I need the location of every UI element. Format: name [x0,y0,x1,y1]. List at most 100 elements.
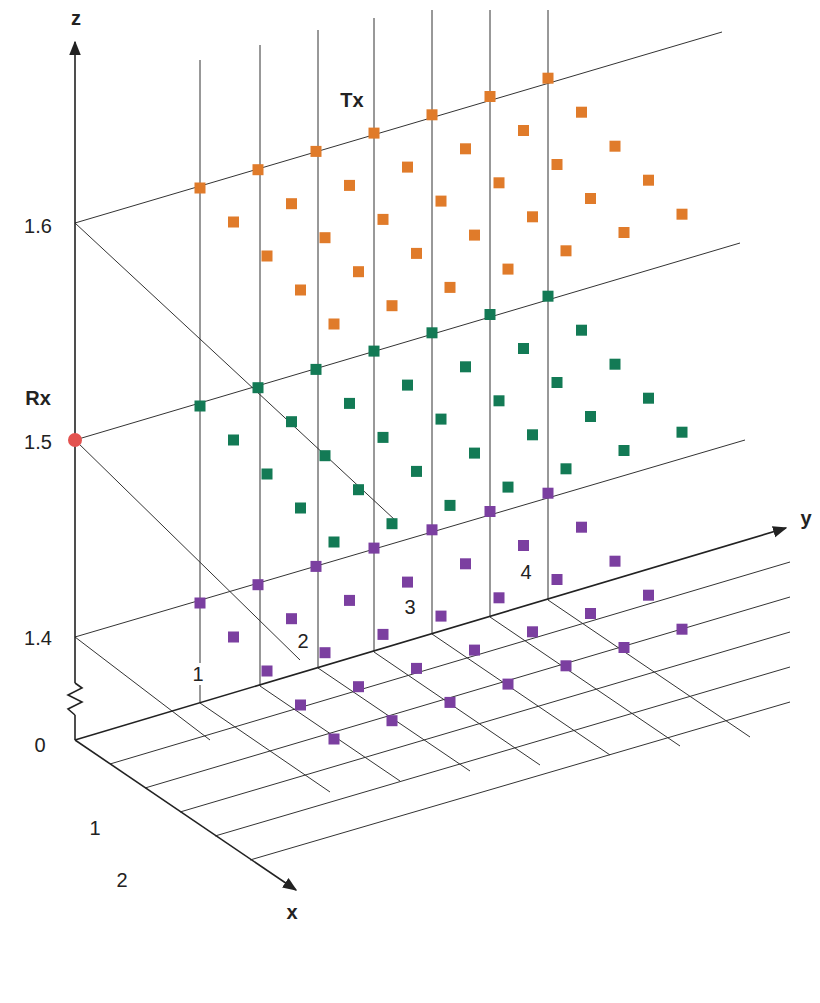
antenna-point [329,734,340,745]
antenna-point [445,697,456,708]
tick-value: 2 [295,630,310,652]
antenna-point [485,506,496,517]
antenna-point [387,518,398,529]
antenna-point [610,141,621,152]
antenna-point [503,264,514,275]
antenna-point [311,364,322,375]
antenna-point [469,448,480,459]
antenna-point [427,524,438,535]
antenna-point [494,592,505,603]
antenna-point [469,645,480,656]
antenna-point [286,613,297,624]
antenna-point [543,488,554,499]
antenna-point [527,626,538,637]
antenna-point [485,91,496,102]
antenna-point [228,435,239,446]
receiver-dot [68,433,82,447]
tick-value: 3 [402,596,417,618]
antenna-point [262,251,273,262]
antenna-point [262,469,273,480]
antenna-point [369,543,380,554]
antenna-point [195,183,206,194]
antenna-point [436,611,447,622]
antenna-point [445,500,456,511]
antenna-point [228,217,239,228]
antenna-point [460,143,471,154]
antenna-point [369,128,380,139]
antenna-point [460,361,471,372]
antenna-point [295,700,306,711]
antenna-point [552,574,563,585]
antenna-point [643,590,654,601]
antenna-point [619,445,630,456]
antenna-point [378,432,389,443]
antenna-point [228,632,239,643]
axis-name: x [284,901,299,923]
tick-value: 1.5 [22,431,54,453]
antenna-point [619,227,630,238]
rx-label: Rx [23,387,53,409]
antenna-point [295,285,306,296]
axis-name: y [798,507,813,529]
antenna-point [585,608,596,619]
antenna-point [610,359,621,370]
grid-lines [75,10,790,860]
antenna-point [543,73,554,84]
antenna-point [561,463,572,474]
tick-value: 4 [518,561,533,583]
antenna-point [286,198,297,209]
antenna-point [619,642,630,653]
antenna-point [436,196,447,207]
antenna-point [576,325,587,336]
antenna-point [253,579,264,590]
antenna-point [411,248,422,259]
antenna-point [402,577,413,588]
tick-value: 0 [32,734,47,756]
antenna-point [677,427,688,438]
antenna-point [253,164,264,175]
antenna-point [427,109,438,120]
transmitter-grid [195,73,688,745]
antenna-point [561,660,572,671]
antenna-point [585,193,596,204]
antenna-point [552,159,563,170]
antenna-point [552,377,563,388]
antenna-point [411,466,422,477]
tick-value: 1.4 [22,627,54,649]
antenna-point [494,177,505,188]
antenna-point [329,537,340,548]
antenna-point [561,245,572,256]
antenna-point [677,624,688,635]
antenna-point [378,629,389,640]
antenna-point [543,291,554,302]
antenna-point [369,346,380,357]
antenna-point [445,282,456,293]
antenna-point [402,162,413,173]
antenna-point [195,401,206,412]
antenna-point [485,309,496,320]
antenna-point [494,395,505,406]
antenna-point [311,561,322,572]
antenna-point [576,522,587,533]
antenna-point [576,107,587,118]
antenna-point [320,450,331,461]
axis-name: z [69,7,83,29]
antenna-point [610,556,621,567]
antenna-point [353,266,364,277]
antenna-point [295,503,306,514]
antenna-point [411,663,422,674]
antenna-point [585,411,596,422]
antenna-point [518,540,529,551]
tick-value: 2 [114,869,129,891]
antenna-point [503,679,514,690]
antenna-point [677,209,688,220]
antenna-point [643,175,654,186]
antenna-point [402,380,413,391]
tick-value: 1 [190,663,205,685]
antenna-point [320,232,331,243]
antenna-point [460,558,471,569]
antenna-point [527,211,538,222]
antenna-point [527,429,538,440]
